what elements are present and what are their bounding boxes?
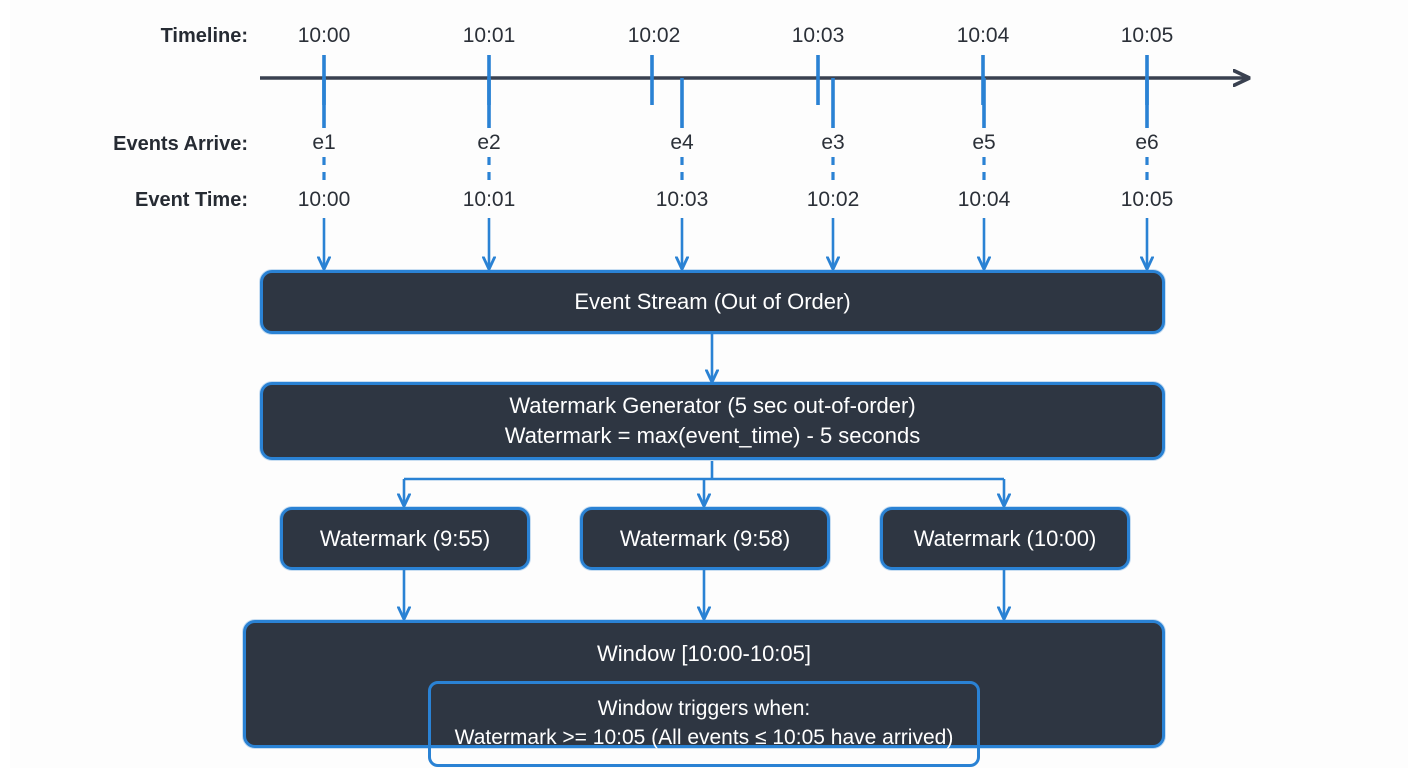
event-id-label: e5 [972, 131, 996, 154]
watermarks-to-window-arrows [404, 570, 1004, 618]
timeline-tick-label: 10:00 [297, 24, 351, 47]
event-id-label: e2 [477, 131, 501, 154]
generator-to-watermarks-arrows [404, 461, 1004, 505]
row-label-events-arrive: Events Arrive: [113, 133, 248, 155]
timeline-tick-label: 10:03 [791, 24, 845, 47]
node-window-title: Window [10:00-10:05] [596, 641, 812, 666]
node-watermark-2[interactable]: Watermark (9:58) [580, 507, 830, 570]
event-time-label: 10:05 [1120, 188, 1174, 211]
event-time-label: 10:03 [655, 188, 709, 211]
node-watermark-generator[interactable]: Watermark Generator (5 sec out-of-order)… [260, 382, 1165, 460]
timeline-tick-marks [322, 55, 1149, 105]
node-window[interactable]: Window [10:00-10:05] Window triggers whe… [243, 620, 1165, 768]
timeline-tick-label: 10:02 [627, 24, 681, 47]
node-watermark-1-label: Watermark (9:55) [319, 525, 491, 551]
event-id-label: e3 [821, 131, 845, 154]
event-time-label: 10:01 [462, 188, 516, 211]
event-time-label: 10:00 [297, 188, 351, 211]
node-watermark-2-label: Watermark (9:58) [619, 525, 791, 551]
event-time-connectors [322, 157, 1149, 182]
node-watermark-3-label: Watermark (10:00) [913, 525, 1097, 551]
timeline-tick-label: 10:01 [462, 24, 516, 47]
event-id-label: e6 [1135, 131, 1159, 154]
row-label-event-time: Event Time: [135, 189, 248, 211]
row-label-timeline: Timeline: [160, 25, 248, 47]
event-drop-lines [322, 78, 1149, 128]
node-watermark-3[interactable]: Watermark (10:00) [880, 507, 1130, 570]
window-trigger-condition-box: Window triggers when: Watermark >= 10:05… [427, 680, 981, 768]
event-time-label: 10:04 [957, 188, 1011, 211]
timeline-tick-label: 10:04 [956, 24, 1010, 47]
window-trigger-line1: Window triggers when: [597, 696, 811, 720]
node-event-stream[interactable]: Event Stream (Out of Order) [260, 270, 1165, 334]
node-watermark-generator-line1: Watermark Generator (5 sec out-of-order) [509, 393, 916, 419]
node-watermark-1[interactable]: Watermark (9:55) [280, 507, 530, 570]
event-to-stream-arrows [324, 218, 1147, 268]
window-trigger-line2: Watermark >= 10:05 (All events ≤ 10:05 h… [454, 726, 954, 750]
node-watermark-generator-line2: Watermark = max(event_time) - 5 seconds [504, 423, 921, 448]
event-id-label: e1 [312, 131, 336, 154]
event-time-label: 10:02 [806, 188, 860, 211]
node-event-stream-label: Event Stream (Out of Order) [574, 289, 851, 315]
timeline-tick-label: 10:05 [1120, 24, 1174, 47]
event-id-label: e4 [670, 131, 694, 154]
